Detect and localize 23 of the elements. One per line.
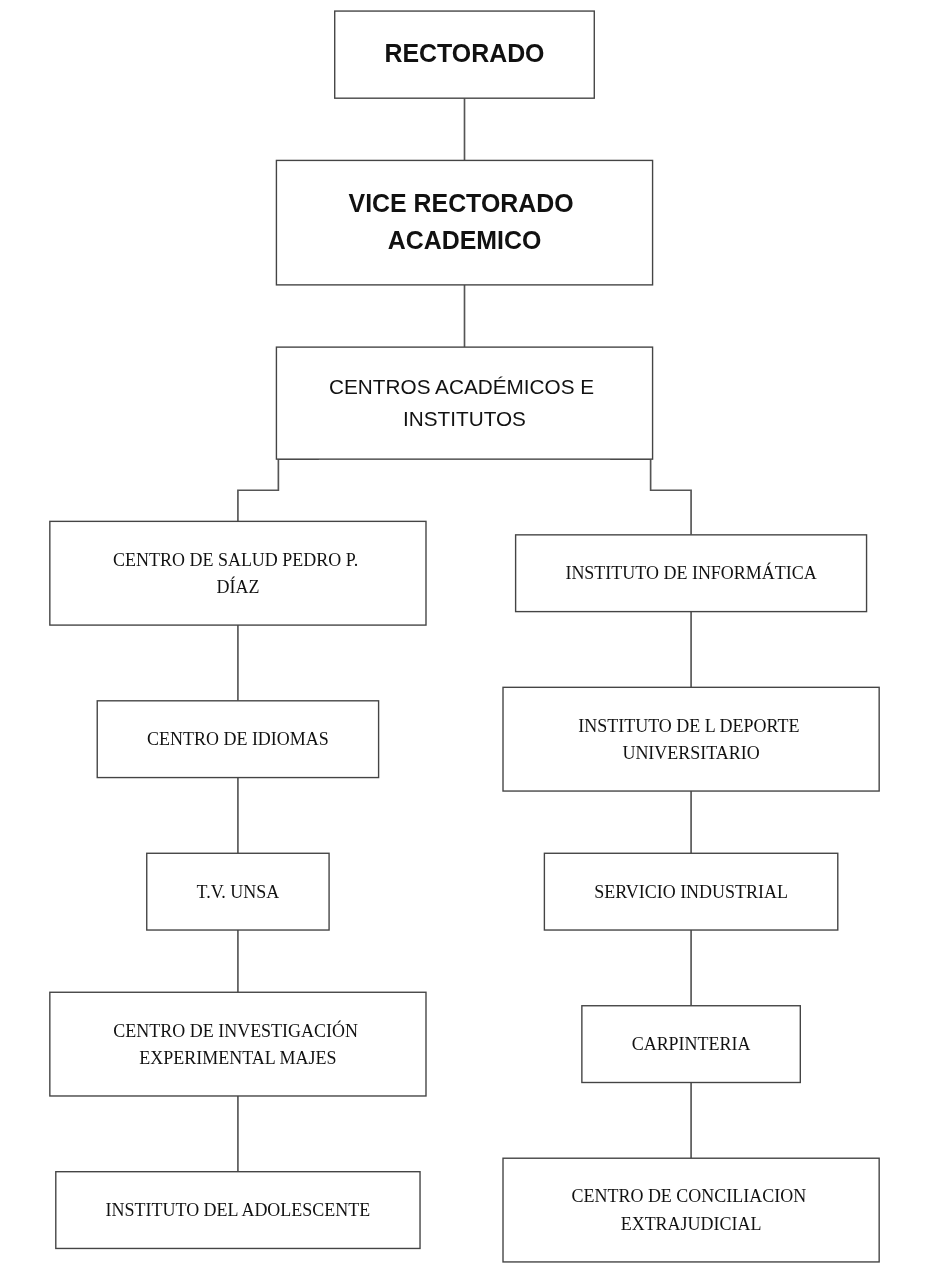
connector — [237, 929, 239, 994]
connector — [237, 624, 239, 702]
connector — [690, 790, 692, 855]
node-box: INSTITUTO DE INFORMÁTICA — [514, 534, 868, 613]
node-box: CARPINTERIA — [581, 1005, 801, 1084]
connector — [690, 1081, 692, 1160]
node-box: INSTITUTO DEL ADOLESCENTE — [55, 1171, 421, 1250]
node-box: INSTITUTO DE L DEPORTE UNIVERSITARIO — [502, 686, 880, 792]
connector — [237, 1095, 239, 1173]
node-box: CENTRO DE CONCILIACION EXTRAJUDICIAL — [502, 1157, 880, 1263]
connector — [463, 97, 466, 162]
node-box: CENTRO DE IDIOMAS — [96, 700, 380, 779]
node-box: CENTROS ACADÉMICOS E INSTITUTOS — [275, 346, 654, 460]
node-box: SERVICIO INDUSTRIAL — [543, 852, 839, 931]
node-box: CENTRO DE SALUD PEDRO P. DÍAZ — [49, 520, 427, 626]
connector — [463, 284, 466, 348]
node-box: CENTRO DE INVESTIGACIÓN EXPERIMENTAL MAJES — [49, 991, 427, 1097]
node-box: RECTORADO — [334, 10, 595, 99]
connector — [237, 776, 239, 855]
connector — [690, 610, 692, 689]
node-box: T.V. UNSA — [146, 852, 330, 931]
connector — [690, 929, 692, 1007]
node-box: VICE RECTORADO ACADEMICO — [275, 159, 654, 286]
